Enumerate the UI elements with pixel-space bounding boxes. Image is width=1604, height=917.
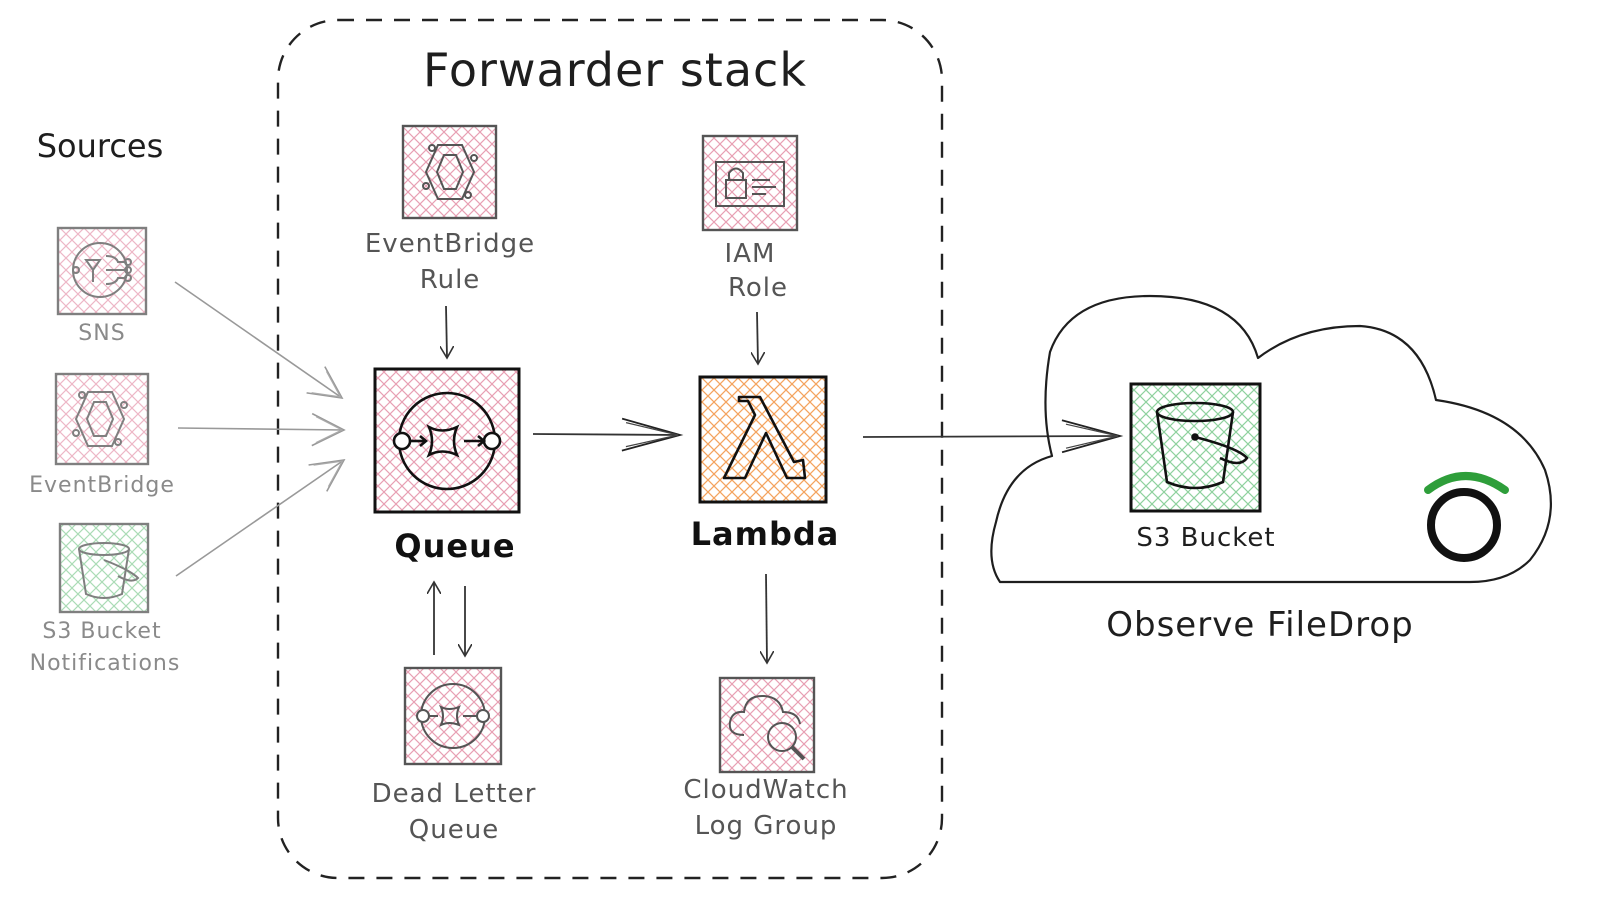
s3-notifications-label-line1: S3 Bucket — [42, 619, 162, 644]
s3-notifications-source — [58, 522, 150, 614]
queue-node — [373, 367, 521, 514]
iam-role-node — [701, 134, 799, 232]
sns-label: SNS — [78, 321, 126, 346]
dead-letter-queue-node — [403, 666, 503, 766]
log-group-label-line1: CloudWatch — [683, 775, 849, 805]
cloudwatch-logs-icon — [728, 694, 806, 761]
s3-notifications-label-line2: Notifications — [29, 651, 181, 676]
iam-role-icon — [715, 161, 785, 207]
source-arrows — [174, 281, 346, 577]
destination-s3-node — [1129, 382, 1262, 513]
dead-letter-queue-label-line1: Dead Letter — [371, 779, 537, 809]
s3-bucket-icon — [1155, 401, 1249, 490]
lambda-label: Lambda — [690, 515, 840, 553]
eventbridge-rule-label-line2: Rule — [419, 265, 481, 295]
sns-source — [56, 226, 148, 316]
iam-role-label-line2: Role — [727, 273, 789, 303]
lambda-node — [698, 375, 828, 504]
eventbridge-icon — [72, 391, 128, 447]
eventbridge-icon — [422, 144, 478, 200]
sources-heading: Sources — [36, 127, 164, 165]
dead-letter-queue-label-line2: Queue — [408, 815, 500, 845]
eventbridge-source — [54, 372, 150, 466]
log-group-node — [718, 676, 816, 774]
forwarder-stack-boundary — [276, 18, 944, 880]
destination-s3-label: S3 Bucket — [1136, 523, 1276, 553]
sqs-queue-icon — [416, 683, 490, 749]
destination-name: Observe FileDrop — [1106, 605, 1414, 645]
sqs-queue-icon — [392, 391, 502, 491]
stack-arrows — [434, 305, 1124, 663]
eventbridge-source-label: EventBridge — [29, 473, 175, 498]
observe-logo-icon — [1424, 472, 1509, 562]
eventbridge-rule-node — [401, 124, 498, 220]
observe-filedrop-cloud — [990, 294, 1552, 584]
s3-bucket-icon — [78, 542, 140, 599]
eventbridge-rule-label-line1: EventBridge — [364, 229, 536, 259]
log-group-label-line2: Log Group — [694, 811, 838, 841]
diagram-title: Forwarder stack — [423, 43, 807, 97]
sns-icon — [72, 242, 132, 298]
lambda-icon — [722, 395, 807, 480]
iam-role-label-line1: IAM — [724, 239, 776, 269]
queue-label: Queue — [394, 527, 516, 565]
